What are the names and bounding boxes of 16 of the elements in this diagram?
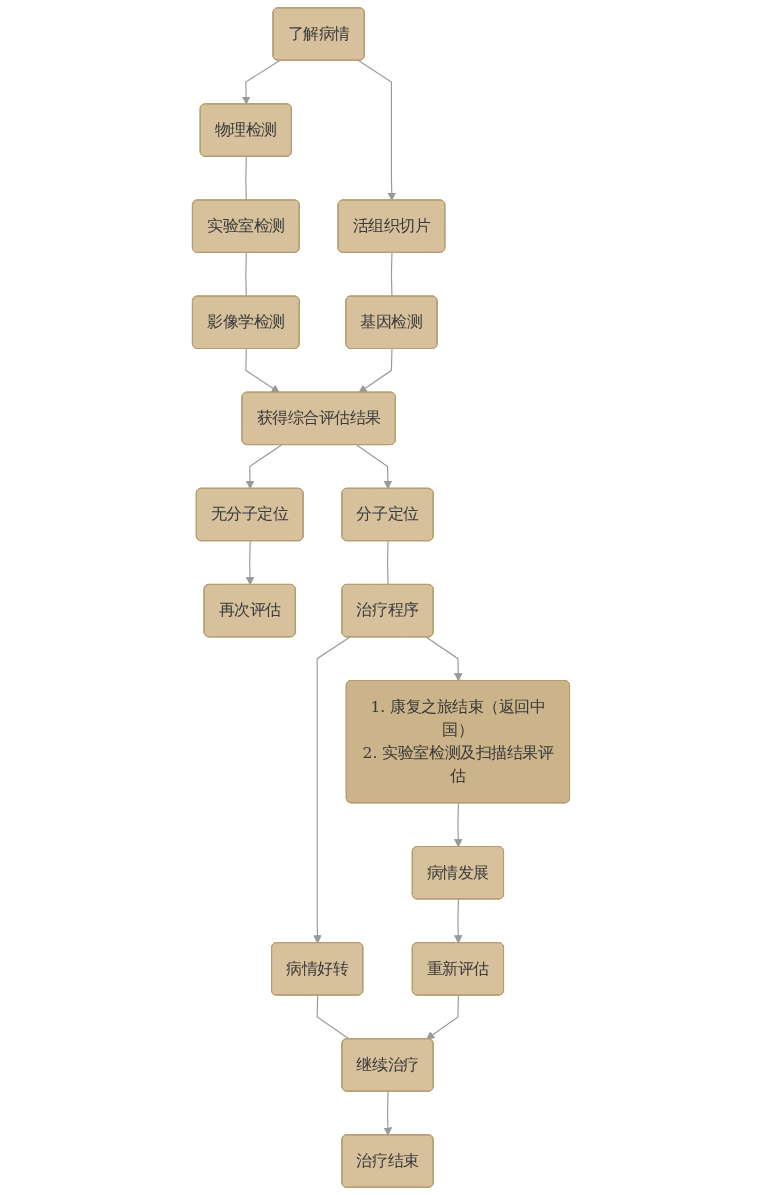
- arrow: [454, 898, 463, 944]
- arrow: [454, 802, 463, 848]
- arrow: [313, 636, 351, 944]
- arrow: [245, 348, 280, 394]
- arrow: [358, 60, 396, 201]
- arrow: [241, 60, 280, 105]
- arrow: [426, 994, 459, 1040]
- arrow: [425, 636, 463, 682]
- arrow: [358, 348, 393, 394]
- arrow: [356, 444, 393, 490]
- arrow: [383, 1091, 393, 1136]
- connector: [390, 252, 393, 298]
- arrow: [245, 540, 255, 586]
- arrow: [245, 444, 283, 490]
- connector: [386, 540, 389, 586]
- connector: [245, 252, 247, 298]
